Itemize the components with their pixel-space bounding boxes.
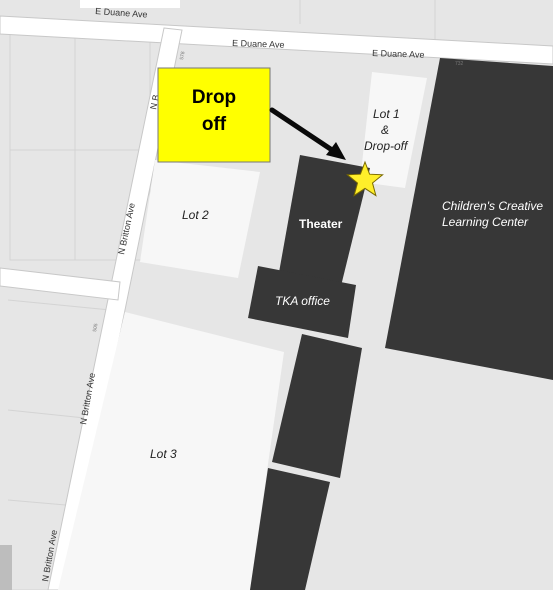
drop-off-callout-line1: Drop <box>192 87 236 108</box>
drop-off-arrow-icon <box>269 107 346 160</box>
parking-lots <box>58 72 427 590</box>
ccl-label-line2: Learning Center <box>442 215 529 229</box>
lot-1-label-line2: & <box>381 123 389 137</box>
drop-off-callout-line2: off <box>202 114 227 135</box>
corner-patch <box>0 545 12 590</box>
lot-1-label-line1: Lot 1 <box>373 107 400 121</box>
buildings <box>248 58 553 590</box>
lot-2-area <box>140 160 260 278</box>
ccl-label-line1: Children's Creative <box>442 199 543 213</box>
street-label-duane-right: E Duane Ave <box>372 48 425 60</box>
address-number-578: 578 <box>179 51 186 60</box>
building-south-2 <box>250 468 330 590</box>
n-britton-ave-road <box>47 27 183 590</box>
tka-office-label: TKA office <box>275 294 330 308</box>
lot-3-label: Lot 3 <box>150 447 177 461</box>
lot-1-area <box>360 72 427 188</box>
lot-2-label: Lot 2 <box>182 208 209 222</box>
side-street-road <box>0 267 121 301</box>
lot-3-area <box>58 312 284 590</box>
lot-1-label-line3: Drop-off <box>364 139 409 153</box>
drop-off-callout-box <box>157 67 271 163</box>
street-label-duane-top: E Duane Ave <box>95 6 148 20</box>
theater-building <box>278 155 370 290</box>
e-duane-ave-road <box>0 15 553 65</box>
address-number-732: 732 <box>455 61 464 67</box>
theater-label: Theater <box>299 217 343 231</box>
e-duane-ave-top-road <box>80 0 180 8</box>
tka-office-building <box>248 266 356 338</box>
star-icon <box>346 160 384 197</box>
childrens-creative-learning-center-building <box>385 58 553 380</box>
building-south-1 <box>272 334 362 478</box>
street-label-duane-mid: E Duane Ave <box>232 38 285 50</box>
address-number-505: 505 <box>92 323 99 332</box>
